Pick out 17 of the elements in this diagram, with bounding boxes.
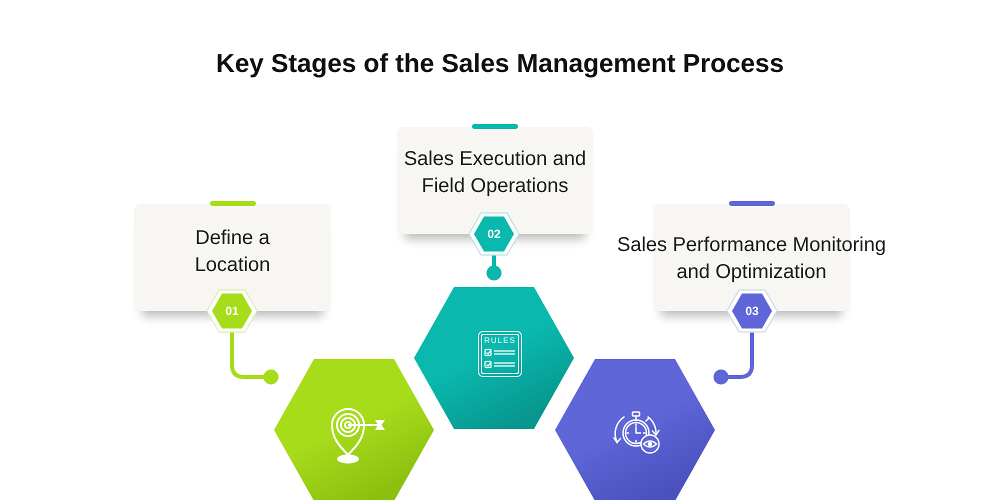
number-badge <box>468 212 520 256</box>
stage-title: Sales Execution and Field Operations <box>402 147 588 199</box>
icon-label: RULES <box>484 336 516 345</box>
connector-line <box>486 253 502 280</box>
diagram-title: Key Stages of the Sales Management Process <box>216 47 784 79</box>
connector-line <box>230 330 278 384</box>
stage-hexagon <box>274 359 434 500</box>
stage-hexagon <box>414 287 574 429</box>
number-badge <box>206 289 258 333</box>
stage-title: Sales Performance Monitoring and Optimization <box>616 233 887 285</box>
step-number: 02 <box>487 227 501 241</box>
connector-line <box>714 330 754 384</box>
number-badge <box>726 289 778 333</box>
step-number: 03 <box>745 304 759 318</box>
step-number: 01 <box>225 304 239 318</box>
stage-hexagon <box>555 359 715 500</box>
stage-title: Define a Location <box>194 226 272 278</box>
